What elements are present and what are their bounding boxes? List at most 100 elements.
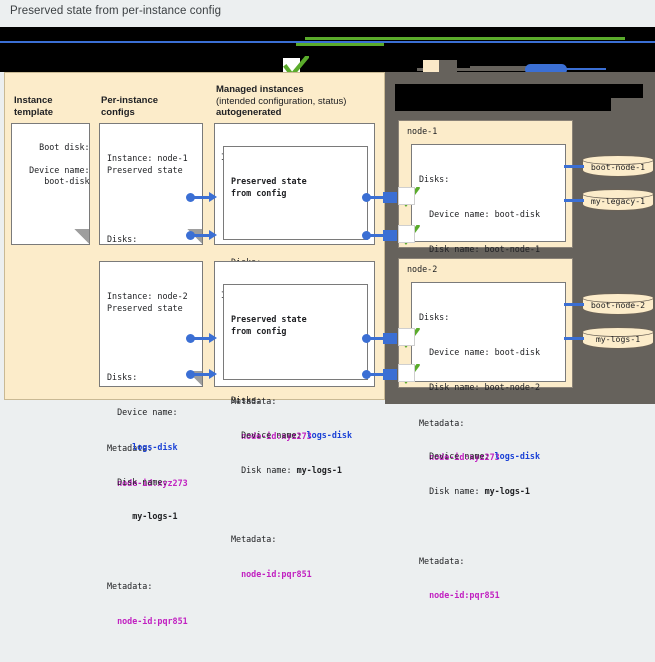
node2-metadata-label: Metadata: xyxy=(419,555,465,566)
node2-pres-disk-value: my-logs-1 xyxy=(484,486,530,497)
disk-cylinder-boot-node-2: boot-node-2 xyxy=(582,293,654,317)
pic1-header: Instance: node-1 Preserved state xyxy=(107,153,188,175)
mi2-disk-name-label: Disk name: xyxy=(231,464,297,475)
legend-blue-arrow-icon xyxy=(525,64,567,72)
cylinder-label: my-logs-1 xyxy=(595,334,641,344)
legend-green-rule-secondary xyxy=(296,43,384,46)
node-box-node-2: node-2 Disks: Device name: boot-disk Dis… xyxy=(398,258,573,600)
mi2-disk-name-value: my-logs-1 xyxy=(296,464,342,475)
check-backdrop xyxy=(398,328,415,346)
status-check-icon xyxy=(398,327,420,349)
column-header-per-instance-configs: Per-instance configs xyxy=(101,95,158,118)
legend-gray-rule-secondary xyxy=(470,66,538,69)
column-header-instance-template: Instance template xyxy=(14,95,53,118)
panel-heading-redaction-line-2 xyxy=(395,98,611,111)
mi2-disk-name-row: Disk name: my-logs-1 xyxy=(231,465,360,477)
connector-line xyxy=(193,337,211,340)
status-check-icon xyxy=(398,186,420,208)
column-header-managed-instances: Managed instances (intended configuratio… xyxy=(216,84,346,119)
col-mi-line1: Managed instances xyxy=(216,84,304,95)
pic2-device-name-label: Device name: xyxy=(107,407,178,418)
connector-line xyxy=(369,196,385,199)
node2-pres-disk-label: Disk name: xyxy=(419,486,485,497)
disk-link-line xyxy=(564,165,584,168)
connector-line xyxy=(193,373,211,376)
managed-instance-box-node-2: Instance: node-2 Preserved state from co… xyxy=(214,261,375,579)
node2-pres-device-row: Device name: logs-disk xyxy=(419,451,558,463)
cylinder-label: my-legacy-1 xyxy=(590,196,646,206)
connector-line xyxy=(369,234,385,237)
mi2-device-name-label: Device name: xyxy=(231,430,307,441)
cylinder-top xyxy=(582,189,654,199)
cylinder-label: boot-node-1 xyxy=(590,162,646,172)
pic2-metadata-value: node-id:pqr851 xyxy=(107,615,188,626)
connector-line xyxy=(369,337,385,340)
node2-disks-label: Disks: xyxy=(419,312,450,323)
check-backdrop xyxy=(398,187,415,205)
col-pic-line2: configs xyxy=(101,106,135,118)
connector-dot xyxy=(186,231,195,240)
connector-terminal xyxy=(383,369,397,380)
node2-pres-disk-row: Disk name: my-logs-1 xyxy=(419,486,558,498)
node2-pres-device-value: logs-disk xyxy=(494,451,541,462)
connector-arrowhead xyxy=(209,369,217,379)
node1-name: node-1 xyxy=(407,126,438,136)
connector-dot xyxy=(186,334,195,343)
instance-template-note: Boot disk: Device name: boot-disk xyxy=(11,123,90,245)
node2-boot-disk-label: Disk name: boot-node-2 xyxy=(419,381,541,392)
connector-dot xyxy=(362,193,371,202)
pic2-device-name-value: logs-disk xyxy=(107,441,178,452)
status-check-icon xyxy=(398,224,420,246)
mi1-metadata-label: Metadata: xyxy=(231,396,277,407)
check-backdrop xyxy=(398,364,415,382)
col-pic-line1: Per-instance xyxy=(101,95,159,106)
status-check-icon xyxy=(398,363,420,385)
legend-green-rule xyxy=(305,37,625,40)
col-it-line1: Instance xyxy=(14,95,53,106)
cylinder-top xyxy=(582,155,654,165)
check-backdrop xyxy=(398,225,415,243)
col-mi-line3: autogenerated xyxy=(216,107,282,118)
per-instance-config-note-node-2: Instance: node-2 Preserved state Disks: … xyxy=(99,261,203,626)
node2-name: node-2 xyxy=(407,264,438,274)
connector-dot xyxy=(362,334,371,343)
connector-line xyxy=(369,373,385,376)
connector-terminal xyxy=(383,230,397,241)
node1-boot-device-label: Device name: boot-disk xyxy=(419,208,541,219)
pic2-disk-name-value: my-logs-1 xyxy=(107,511,178,522)
pic2-metadata-label: Metadata: xyxy=(107,581,153,592)
legend-blue-arrow-tail xyxy=(560,68,606,70)
legend-gray-swatch xyxy=(439,60,457,72)
col-it-line2: template xyxy=(14,106,54,118)
connector-arrowhead xyxy=(209,230,217,240)
disk-cylinder-boot-node-1: boot-node-1 xyxy=(582,155,654,179)
connector-arrowhead xyxy=(209,333,217,343)
per-instance-config-note-node-1: Instance: node-1 Preserved state Disks: … xyxy=(99,123,203,488)
pic2-disks-label: Disks: xyxy=(107,372,138,383)
page-titlebar: Preserved state from per-instance config xyxy=(0,0,655,27)
instance-template-text: Boot disk: Device name: boot-disk xyxy=(29,141,90,187)
disk-link-line xyxy=(564,337,584,340)
connector-dot xyxy=(186,370,195,379)
green-check-icon xyxy=(283,56,309,72)
mi2-preserved-state-label: Preserved state from config xyxy=(231,314,307,336)
pic2-header: Instance: node-2 Preserved state xyxy=(107,291,188,313)
mi2-metadata-label: Metadata: xyxy=(231,534,277,545)
node2-metadata-value: node-id:pqr851 xyxy=(419,590,500,601)
node-box-node-1: node-1 Disks: Device name: boot-disk Dis… xyxy=(398,120,573,462)
disk-cylinder-my-legacy-1: my-legacy-1 xyxy=(582,189,654,213)
legend-cream-swatch xyxy=(423,60,439,72)
connector-dot xyxy=(186,193,195,202)
connector-dot xyxy=(362,231,371,240)
pic2-disk-name-label: Disk name: xyxy=(107,476,168,487)
node1-disks-label: Disks: xyxy=(419,174,450,185)
diagram-root: Preserved state from per-instance config… xyxy=(0,0,655,626)
node2-boot-device-label: Device name: boot-disk xyxy=(419,346,541,357)
connector-dot xyxy=(362,370,371,379)
node1-detail-box: Disks: Device name: boot-disk Disk name:… xyxy=(411,144,566,462)
node2-pres-device-label: Device name: xyxy=(419,451,495,462)
managed-instance-box-node-1: Instance: node-1 Preserved state from co… xyxy=(214,123,375,441)
connector-arrowhead xyxy=(209,192,217,202)
mi2-preserved-state-box: Preserved state from config Disks: Devic… xyxy=(223,284,368,579)
mi2-disks-label: Disks: xyxy=(231,395,262,406)
